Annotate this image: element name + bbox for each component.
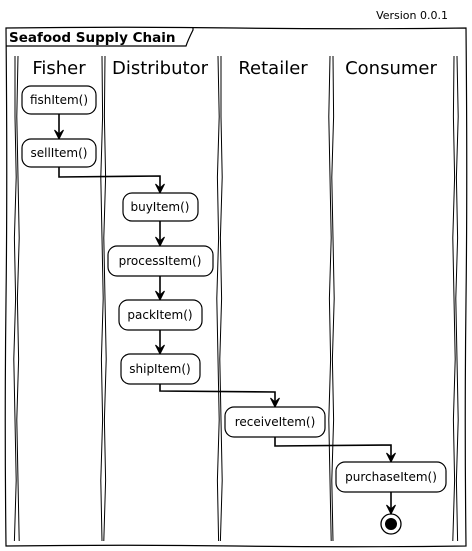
activity-label: buyItem() [130,200,189,214]
activity-label: shipItem() [129,362,191,376]
activity-buyitem: buyItem() [122,192,199,222]
arrow-sell-to-buy-head [155,183,165,195]
lane-header-retailer: Retailer [238,58,308,79]
lane-divider-right [455,55,459,542]
diagram-title: Seafood Supply Chain [9,30,175,46]
activity-processitem: processItem() [107,245,214,277]
lane-divider-distributor-retailer [219,56,223,542]
lane-divider-retailer-consumer [328,55,332,542]
end-node-icon [380,513,402,535]
activity-shipitem: shipItem() [120,353,201,385]
arrow-sell-to-buy [58,167,161,193]
lane-divider-left [13,56,17,542]
activity-label: processItem() [119,254,202,268]
lane-header-consumer: Consumer [345,58,437,79]
flow-arrows [54,114,396,516]
lane-divider-fisher-distributor [103,55,107,542]
frame-border [4,26,468,548]
version-label: Version 0.0.1 [376,9,448,22]
activity-fishitem: fishItem() [21,85,97,115]
activity-box [21,138,97,168]
arrow-ship-to-receive [159,384,276,407]
activity-label: purchaseItem() [345,470,437,484]
lane-headers: Fisher Distributor Retailer Consumer [32,58,437,79]
lane-header-fisher: Fisher [32,58,86,79]
arrow-process-to-pack-head [155,290,165,302]
lane-separators [13,55,459,542]
activity-label: fishItem() [30,93,88,107]
activity-box [335,461,447,493]
activity-sellitem: sellItem() [21,138,97,168]
activity-box [122,192,199,222]
activity-purchaseitem: purchaseItem() [335,461,447,493]
lane-divider-right [452,55,456,542]
lane-divider-retailer-consumer [331,55,335,542]
arrow-buy-to-process-head [155,236,165,248]
lane-divider-left [16,55,20,542]
activity-box [107,245,214,277]
activity-label: receiveItem() [235,415,316,429]
arrow-receive-to-purchase [274,437,392,462]
lane-header-distributor: Distributor [112,58,209,79]
arrow-ship-to-receive-head [270,397,280,409]
activity-label: packItem() [127,308,192,322]
activity-receiveitem: receiveItem() [224,406,326,438]
lane-divider-fisher-distributor [100,55,104,542]
arrow-purchase-to-end-head [386,504,396,516]
title-tab [6,28,194,47]
arrow-pack-to-ship-head [155,344,165,356]
activity-box [21,85,97,115]
arrow-receive-to-purchase-head [386,452,396,464]
arrow-fish-to-sell-head [54,129,64,141]
activity-label: sellItem() [31,146,88,160]
activity-box [224,406,326,438]
lane-divider-distributor-retailer [216,55,220,542]
activity-packitem: packItem() [118,299,203,331]
activity-box [118,299,203,331]
activity-box [120,353,201,385]
